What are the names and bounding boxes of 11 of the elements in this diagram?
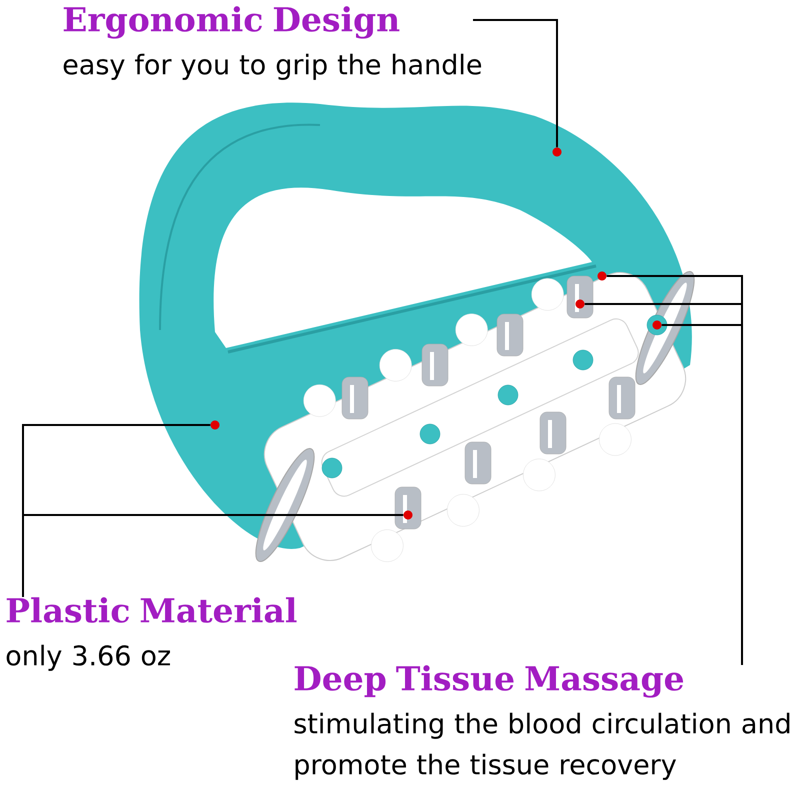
leader-line	[473, 19, 558, 148]
marker-dot	[210, 420, 220, 430]
marker-dot	[652, 320, 662, 330]
marker-dot	[552, 148, 562, 156]
leader-line	[662, 324, 743, 665]
marker-dot	[598, 272, 606, 280]
callout-text: Deep Tissue Massage stimulating the blood circulation and promote the tissue recovery	[294, 665, 790, 780]
marker-dot	[404, 510, 412, 520]
marker-dot	[576, 300, 584, 308]
leader-line	[22, 514, 404, 597]
callout-text: Ergonomic Design easy for you to grip the handle	[64, 6, 482, 80]
